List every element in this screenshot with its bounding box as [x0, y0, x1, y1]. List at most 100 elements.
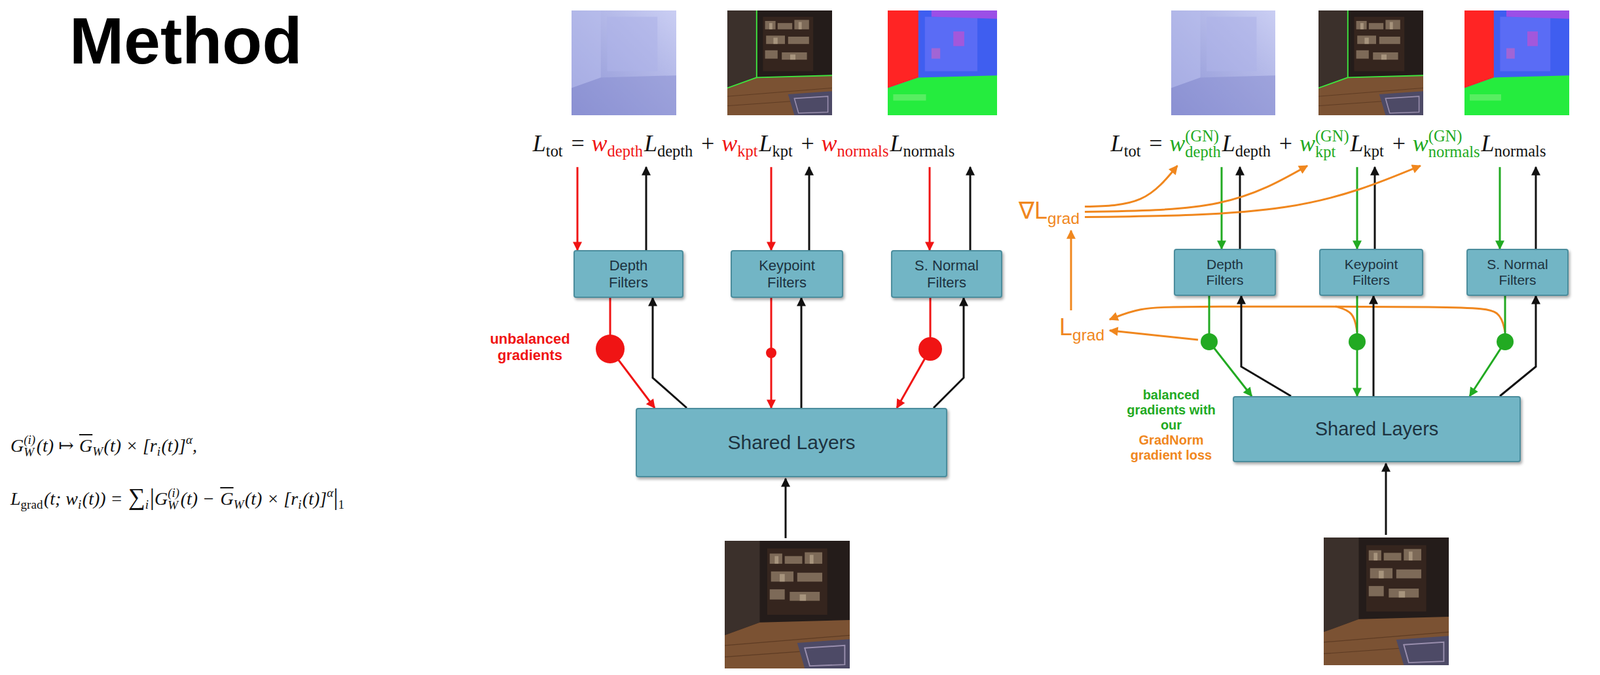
- box-label: Depth Filters: [1189, 256, 1261, 289]
- math-text: (t) −: [180, 487, 215, 510]
- index-stack: (i)W: [167, 486, 180, 512]
- gradnorm-update-line: [1084, 165, 1308, 212]
- gradient-dot: [765, 347, 777, 359]
- total-loss-equation: Ltot=w(GN)depthLdepth+w(GN)kptLkpt+w(GN)…: [1110, 129, 1548, 171]
- box-label: Keypoint Filters: [1336, 256, 1407, 289]
- math-index: α: [185, 432, 193, 448]
- input-arrow: [784, 478, 787, 539]
- math-text: +: [800, 129, 814, 158]
- math-index: grad: [1047, 208, 1080, 228]
- balanced-note: balanced gradients with ourGradNorm grad…: [1119, 387, 1223, 463]
- index-stack: (GN)kpt: [1315, 128, 1350, 161]
- math-text: L: [1110, 129, 1125, 158]
- task-filter-box: Depth Filters: [1173, 248, 1276, 296]
- keypoint-image: [727, 10, 833, 116]
- math-index: depth: [607, 141, 643, 161]
- math-index: i: [157, 444, 161, 460]
- math-index: i: [77, 497, 82, 513]
- math-text: ,: [192, 434, 198, 457]
- input-image: [724, 540, 850, 669]
- math-index: depth: [1235, 141, 1271, 161]
- grad-loss: Lgrad: [1059, 312, 1106, 342]
- math-text: w: [591, 129, 608, 158]
- weight-arrows: [577, 166, 1536, 251]
- box-label: Shared Layers: [727, 431, 855, 455]
- gradient-dot: [1200, 333, 1218, 351]
- weight-arrow: [770, 166, 773, 251]
- math-text: L: [1222, 129, 1236, 158]
- math-text: (t)) =: [82, 487, 124, 510]
- math-text: +: [701, 129, 715, 158]
- gradnorm-line: [1335, 306, 1358, 332]
- box-label: Depth Filters: [592, 257, 665, 291]
- math-text: w: [1299, 129, 1316, 158]
- math-text: (t; w: [43, 487, 78, 510]
- gradnorm-lines: [1071, 165, 1506, 340]
- loss-connector: [1372, 295, 1375, 397]
- shared-layers-box: Shared Layers: [1232, 396, 1521, 463]
- loss-connector: [1241, 295, 1291, 397]
- math-text: |: [333, 483, 338, 512]
- weight-arrow: [1356, 166, 1359, 249]
- gradnorm-update-line: [1084, 165, 1421, 217]
- shared-layers-box: Shared Layers: [635, 407, 948, 478]
- index-stack: (GN)normals: [1428, 128, 1481, 161]
- math-index: kpt: [737, 141, 758, 161]
- math-text: (t)]: [302, 487, 327, 510]
- page-title: Method: [69, 7, 302, 74]
- note-text: unbalanced gradients: [472, 330, 588, 364]
- math-text: w: [1412, 129, 1429, 158]
- math-index: grad: [1072, 325, 1105, 345]
- math-text: (t) × [r: [244, 487, 298, 510]
- gradnorm-line: [1109, 306, 1506, 332]
- grad-loss-gradient: ∇Lgrad: [1018, 196, 1081, 225]
- loss-arrow: [808, 166, 811, 251]
- gradient-dot: [1496, 333, 1514, 351]
- connectors: [610, 295, 1536, 408]
- unbalanced-note: unbalanced gradients: [472, 330, 588, 364]
- depth-image: [571, 10, 677, 116]
- math-text: L: [889, 129, 903, 158]
- math-text: (t) ↦: [36, 434, 74, 457]
- loss-arrow: [645, 166, 648, 251]
- formula-grad-loss: Lgrad(t; wi(t)) =∑i|G(i)W(t) −GW(t) × [r…: [10, 483, 346, 520]
- gradient-dot: [1348, 333, 1366, 351]
- math-index: depth: [657, 141, 693, 161]
- gradnorm-line: [1109, 330, 1199, 340]
- math-text: G: [79, 434, 93, 457]
- math-index: W: [233, 497, 245, 513]
- weight-arrow: [1499, 166, 1502, 249]
- math-text: G: [154, 487, 168, 510]
- box-label: S. Normal Filters: [910, 257, 983, 291]
- math-index: depth: [1184, 144, 1221, 160]
- weight-arrow: [1220, 166, 1223, 249]
- math-index: grad: [20, 497, 44, 513]
- math-index: normals: [1494, 141, 1547, 161]
- math-text: L: [1350, 129, 1364, 158]
- note-text: balanced gradients with our: [1119, 387, 1223, 433]
- normals-image: [887, 10, 998, 116]
- math-text: L: [1059, 312, 1073, 342]
- gradnorm-update-line: [1084, 165, 1178, 207]
- math-index: (GN): [1428, 128, 1481, 145]
- math-text: (t) × [r: [104, 434, 158, 457]
- gradnorm-line: [1070, 230, 1073, 311]
- math-index: (i): [23, 433, 36, 446]
- math-index: i: [145, 497, 149, 513]
- loss-connector: [800, 297, 803, 408]
- normals-image: [1464, 10, 1570, 116]
- loss-arrow: [1535, 166, 1538, 249]
- math-index: tot: [1124, 141, 1142, 161]
- math-text: ∑: [128, 483, 146, 512]
- weight-arrow: [928, 166, 931, 251]
- math-text: L: [644, 129, 658, 158]
- index-stack: (GN)depth: [1184, 128, 1221, 161]
- box-label: Keypoint Filters: [750, 257, 823, 291]
- math-index: i: [297, 497, 302, 513]
- task-filter-box: Keypoint Filters: [1319, 248, 1424, 296]
- input-images: [724, 537, 1449, 669]
- math-index: normals: [837, 141, 890, 161]
- loss-arrow: [1239, 166, 1242, 249]
